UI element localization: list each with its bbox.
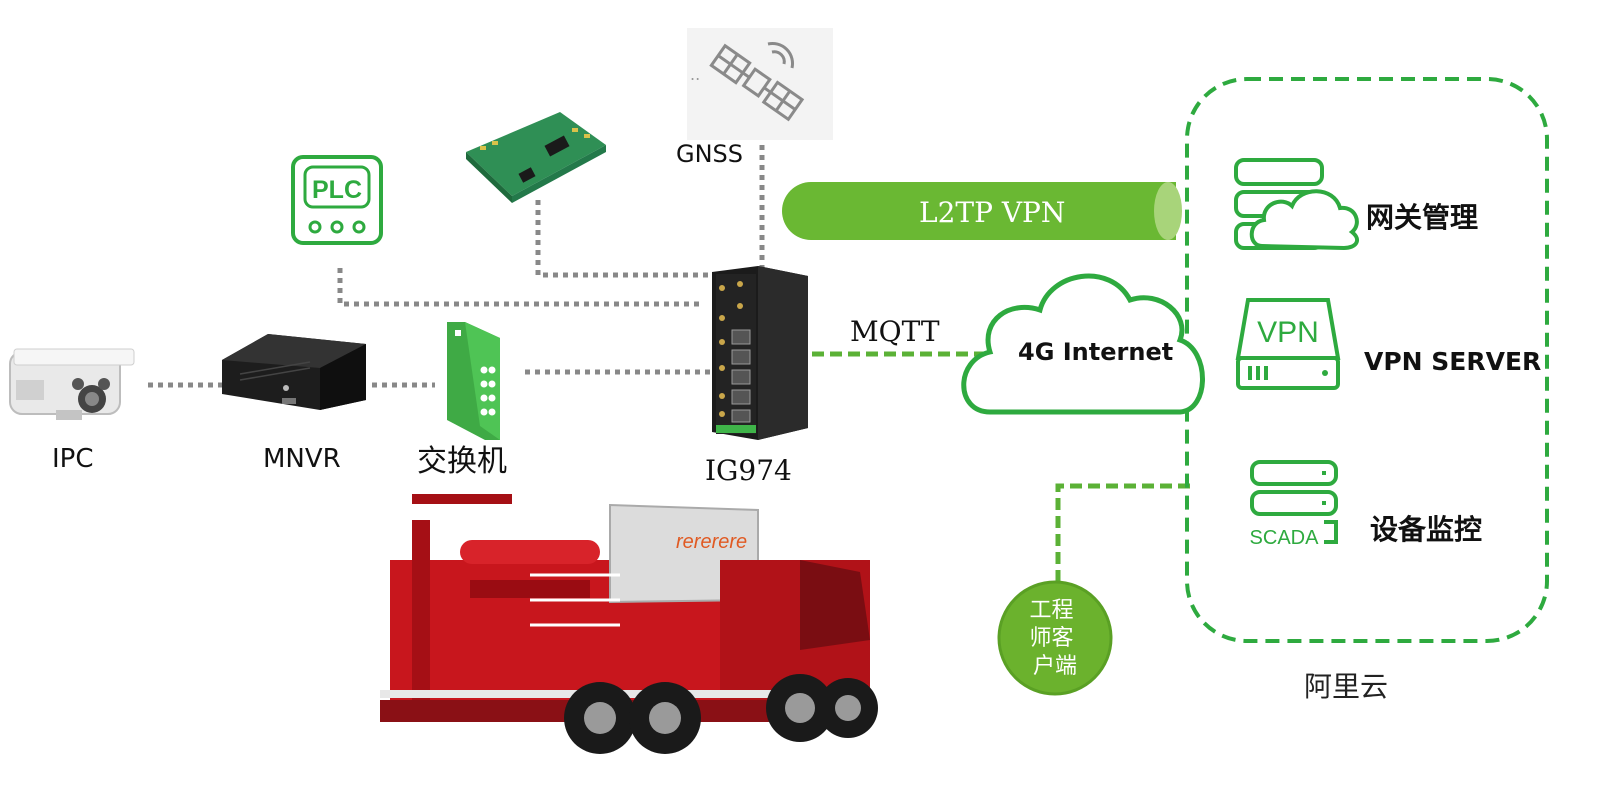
ipc-camera-icon [9,348,135,420]
client-line-2: 师客 [1029,626,1073,651]
server-cloud-icon [1234,158,1360,251]
ig974-label: IG974 [705,454,792,487]
plc-icon: PLC [291,155,383,245]
vpn-icon-text: VPN [1257,316,1319,349]
l2tp-vpn-tunnel [782,182,1182,240]
green-links [812,351,1190,590]
internet-cloud-icon [961,273,1205,415]
engineer-client-label: 工程 师客 户端 [1029,598,1080,679]
vpn-server-icon: VPN [1235,298,1341,390]
mnvr-label: MNVR [263,444,341,474]
svg-text:..: .. [690,65,700,84]
internet-label: 4G Internet [1018,338,1174,366]
gnss-label: GNSS [676,140,744,168]
l2tp-vpn-label: L2TP VPN [919,196,1066,229]
link-client-cloud [1055,483,1190,590]
switch-label: 交换机 [417,444,507,479]
aliyun-region [1185,77,1549,643]
link-plc-gateway [337,268,702,307]
client-line-1: 工程 [1029,598,1073,623]
switch-icon [447,322,500,440]
ig974-gateway-icon [712,266,808,440]
dotted-links [148,145,765,388]
aliyun-label: 阿里云 [1304,670,1389,703]
truck-logo-text: rererere [676,531,747,553]
scada-icon-text: SCADA [1250,527,1320,549]
gnss-satellite-icon: .. [687,28,833,140]
scada-icon: SCADA [1250,460,1338,549]
gateway-management-label: 网关管理 [1366,201,1479,234]
mqtt-label: MQTT [850,315,940,348]
plc-icon-text: PLC [312,176,362,204]
truck-illustration: rererere [380,494,878,754]
client-line-3: 户端 [1033,654,1077,679]
mnvr-icon [222,334,366,410]
io-board-icon [466,112,606,203]
ipc-label: IPC [52,444,94,474]
device-monitoring-label: 设备监控 [1370,513,1483,546]
engineer-client-node [997,580,1113,696]
link-io-board-gateway [535,200,712,278]
vpn-server-label: VPN SERVER [1364,347,1542,376]
